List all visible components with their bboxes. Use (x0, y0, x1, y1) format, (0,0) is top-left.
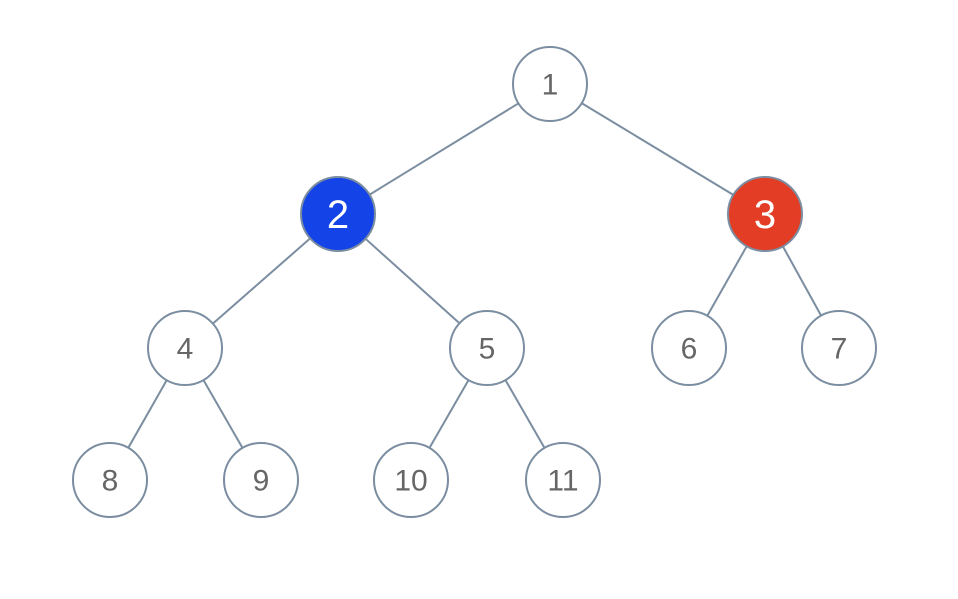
tree-node-label: 9 (253, 465, 270, 498)
tree-node-label: 2 (327, 193, 349, 237)
tree-node-label: 3 (754, 193, 776, 237)
tree-node-2: 2 (300, 176, 376, 252)
tree-node-label: 4 (177, 333, 194, 366)
tree-node-circle (651, 310, 727, 386)
tree-node-circle (72, 442, 148, 518)
tree-node-7: 7 (801, 310, 877, 386)
tree-node-label: 6 (681, 333, 698, 366)
tree-node-label: 1 (542, 69, 559, 102)
tree-node-label: 5 (479, 333, 496, 366)
tree-node-3: 3 (727, 176, 803, 252)
tree-node-8: 8 (72, 442, 148, 518)
tree-node-9: 9 (223, 442, 299, 518)
tree-edge-1-2 (337, 83, 551, 215)
tree-node-label: 11 (547, 465, 578, 498)
tree-node-4: 4 (147, 310, 223, 386)
tree-edge-1-3 (549, 83, 766, 215)
tree-node-10: 10 (373, 442, 449, 518)
tree-node-circle (512, 46, 588, 122)
tree-node-label: 10 (394, 465, 427, 498)
tree-node-circle (801, 310, 877, 386)
tree-node-circle-blue (300, 176, 376, 252)
tree-node-5: 5 (449, 310, 525, 386)
tree-node-label: 8 (102, 465, 119, 498)
tree-node-circle-red (727, 176, 803, 252)
tree-node-circle (147, 310, 223, 386)
tree-node-circle (223, 442, 299, 518)
tree-node-label: 7 (831, 333, 848, 366)
tree-node-circle (449, 310, 525, 386)
tree-node-6: 6 (651, 310, 727, 386)
tree-node-1: 1 (512, 46, 588, 122)
tree-node-11: 11 (525, 442, 601, 518)
tree-node-circle (373, 442, 449, 518)
tree-node-circle (525, 442, 601, 518)
